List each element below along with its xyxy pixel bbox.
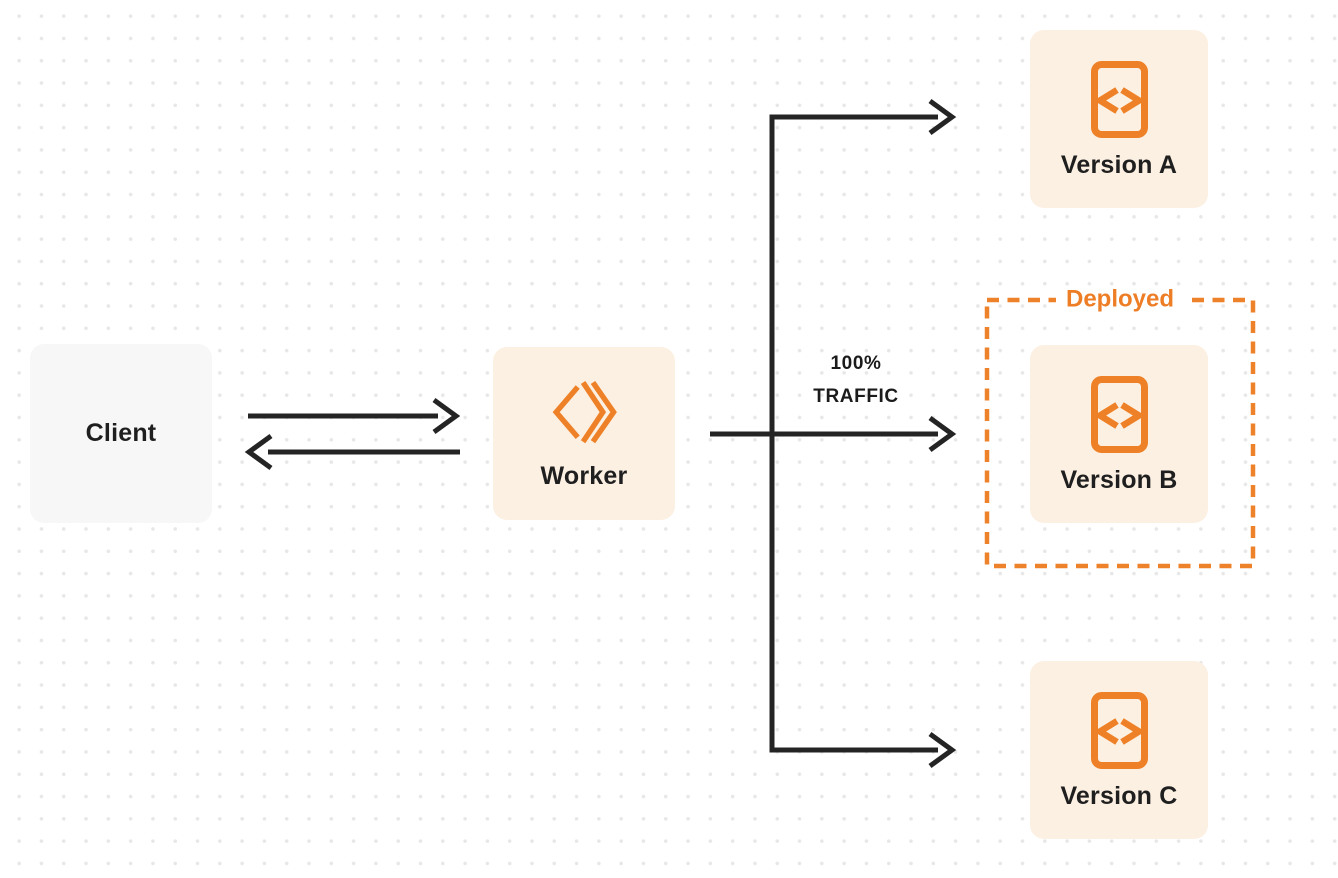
version-b-node: Version B (1030, 345, 1208, 523)
version-a-node: Version A (1030, 30, 1208, 208)
version-c-label: Version C (1060, 781, 1178, 810)
arrow-worker-to-client (244, 433, 460, 471)
arrowhead-version-a (928, 98, 957, 136)
deployed-region-label-wrap: Deployed (985, 285, 1255, 315)
deployed-label: Deployed (1055, 285, 1185, 315)
version-b-label: Version B (1060, 465, 1178, 494)
code-file-icon (1090, 60, 1148, 138)
traffic-label: 100% TRAFFIC (772, 347, 940, 413)
version-a-label: Version A (1060, 150, 1178, 179)
code-file-icon (1090, 375, 1148, 453)
arrowhead-version-b (928, 415, 957, 453)
worker-label: Worker (540, 462, 628, 490)
code-file-icon (1090, 691, 1148, 769)
traffic-percent: 100% (830, 353, 882, 374)
traffic-word: TRAFFIC (813, 386, 899, 407)
worker-node: Worker (493, 347, 675, 520)
cloudflare-workers-icon (549, 378, 619, 448)
client-label: Client (85, 419, 157, 447)
version-c-node: Version C (1030, 661, 1208, 839)
client-node: Client (30, 344, 212, 523)
arrow-client-to-worker (248, 397, 461, 435)
arrowhead-version-c (928, 731, 957, 769)
arrow-worker-to-versions-trunk (710, 98, 957, 769)
